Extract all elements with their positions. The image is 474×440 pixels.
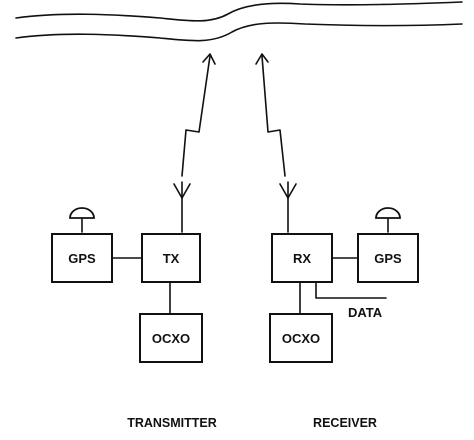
tx-block: TX (141, 233, 201, 283)
rx-signal-path (255, 53, 286, 177)
rx-arrow-head (255, 53, 269, 65)
ocxo-block-tx: OCXO (139, 313, 203, 363)
ocxo-block-tx-label: OCXO (152, 331, 190, 346)
gps-block-tx: GPS (51, 233, 113, 283)
data-label: DATA (348, 305, 383, 320)
receiver-caption: RECEIVER (313, 416, 377, 430)
gps-block-rx-label: GPS (374, 251, 402, 266)
tx-gps-antenna-icon (69, 207, 95, 233)
tx-block-label: TX (163, 251, 180, 266)
ocxo-block-rx: OCXO (269, 313, 333, 363)
ionosphere-lower-line (15, 22, 463, 42)
transmitter-caption: TRANSMITTER (127, 416, 217, 430)
gps-block-rx: GPS (357, 233, 419, 283)
tx-antenna (173, 181, 191, 233)
ocxo-block-rx-label: OCXO (282, 331, 320, 346)
connections (111, 257, 387, 315)
tx-signal-path (181, 53, 216, 177)
rx-gps-antenna-icon (375, 207, 401, 233)
ionosphere-upper-line (15, 1, 463, 22)
gps-block-tx-label: GPS (68, 251, 96, 266)
tx-lightning-bolt (181, 55, 211, 177)
rx-lightning-bolt (261, 55, 286, 177)
data-output-line (315, 281, 387, 299)
rx-block-label: RX (293, 251, 311, 266)
rx-block: RX (271, 233, 333, 283)
tx-arrow-head (202, 53, 216, 65)
rx-antenna (279, 181, 297, 233)
ionosphere-layer (15, 1, 463, 42)
